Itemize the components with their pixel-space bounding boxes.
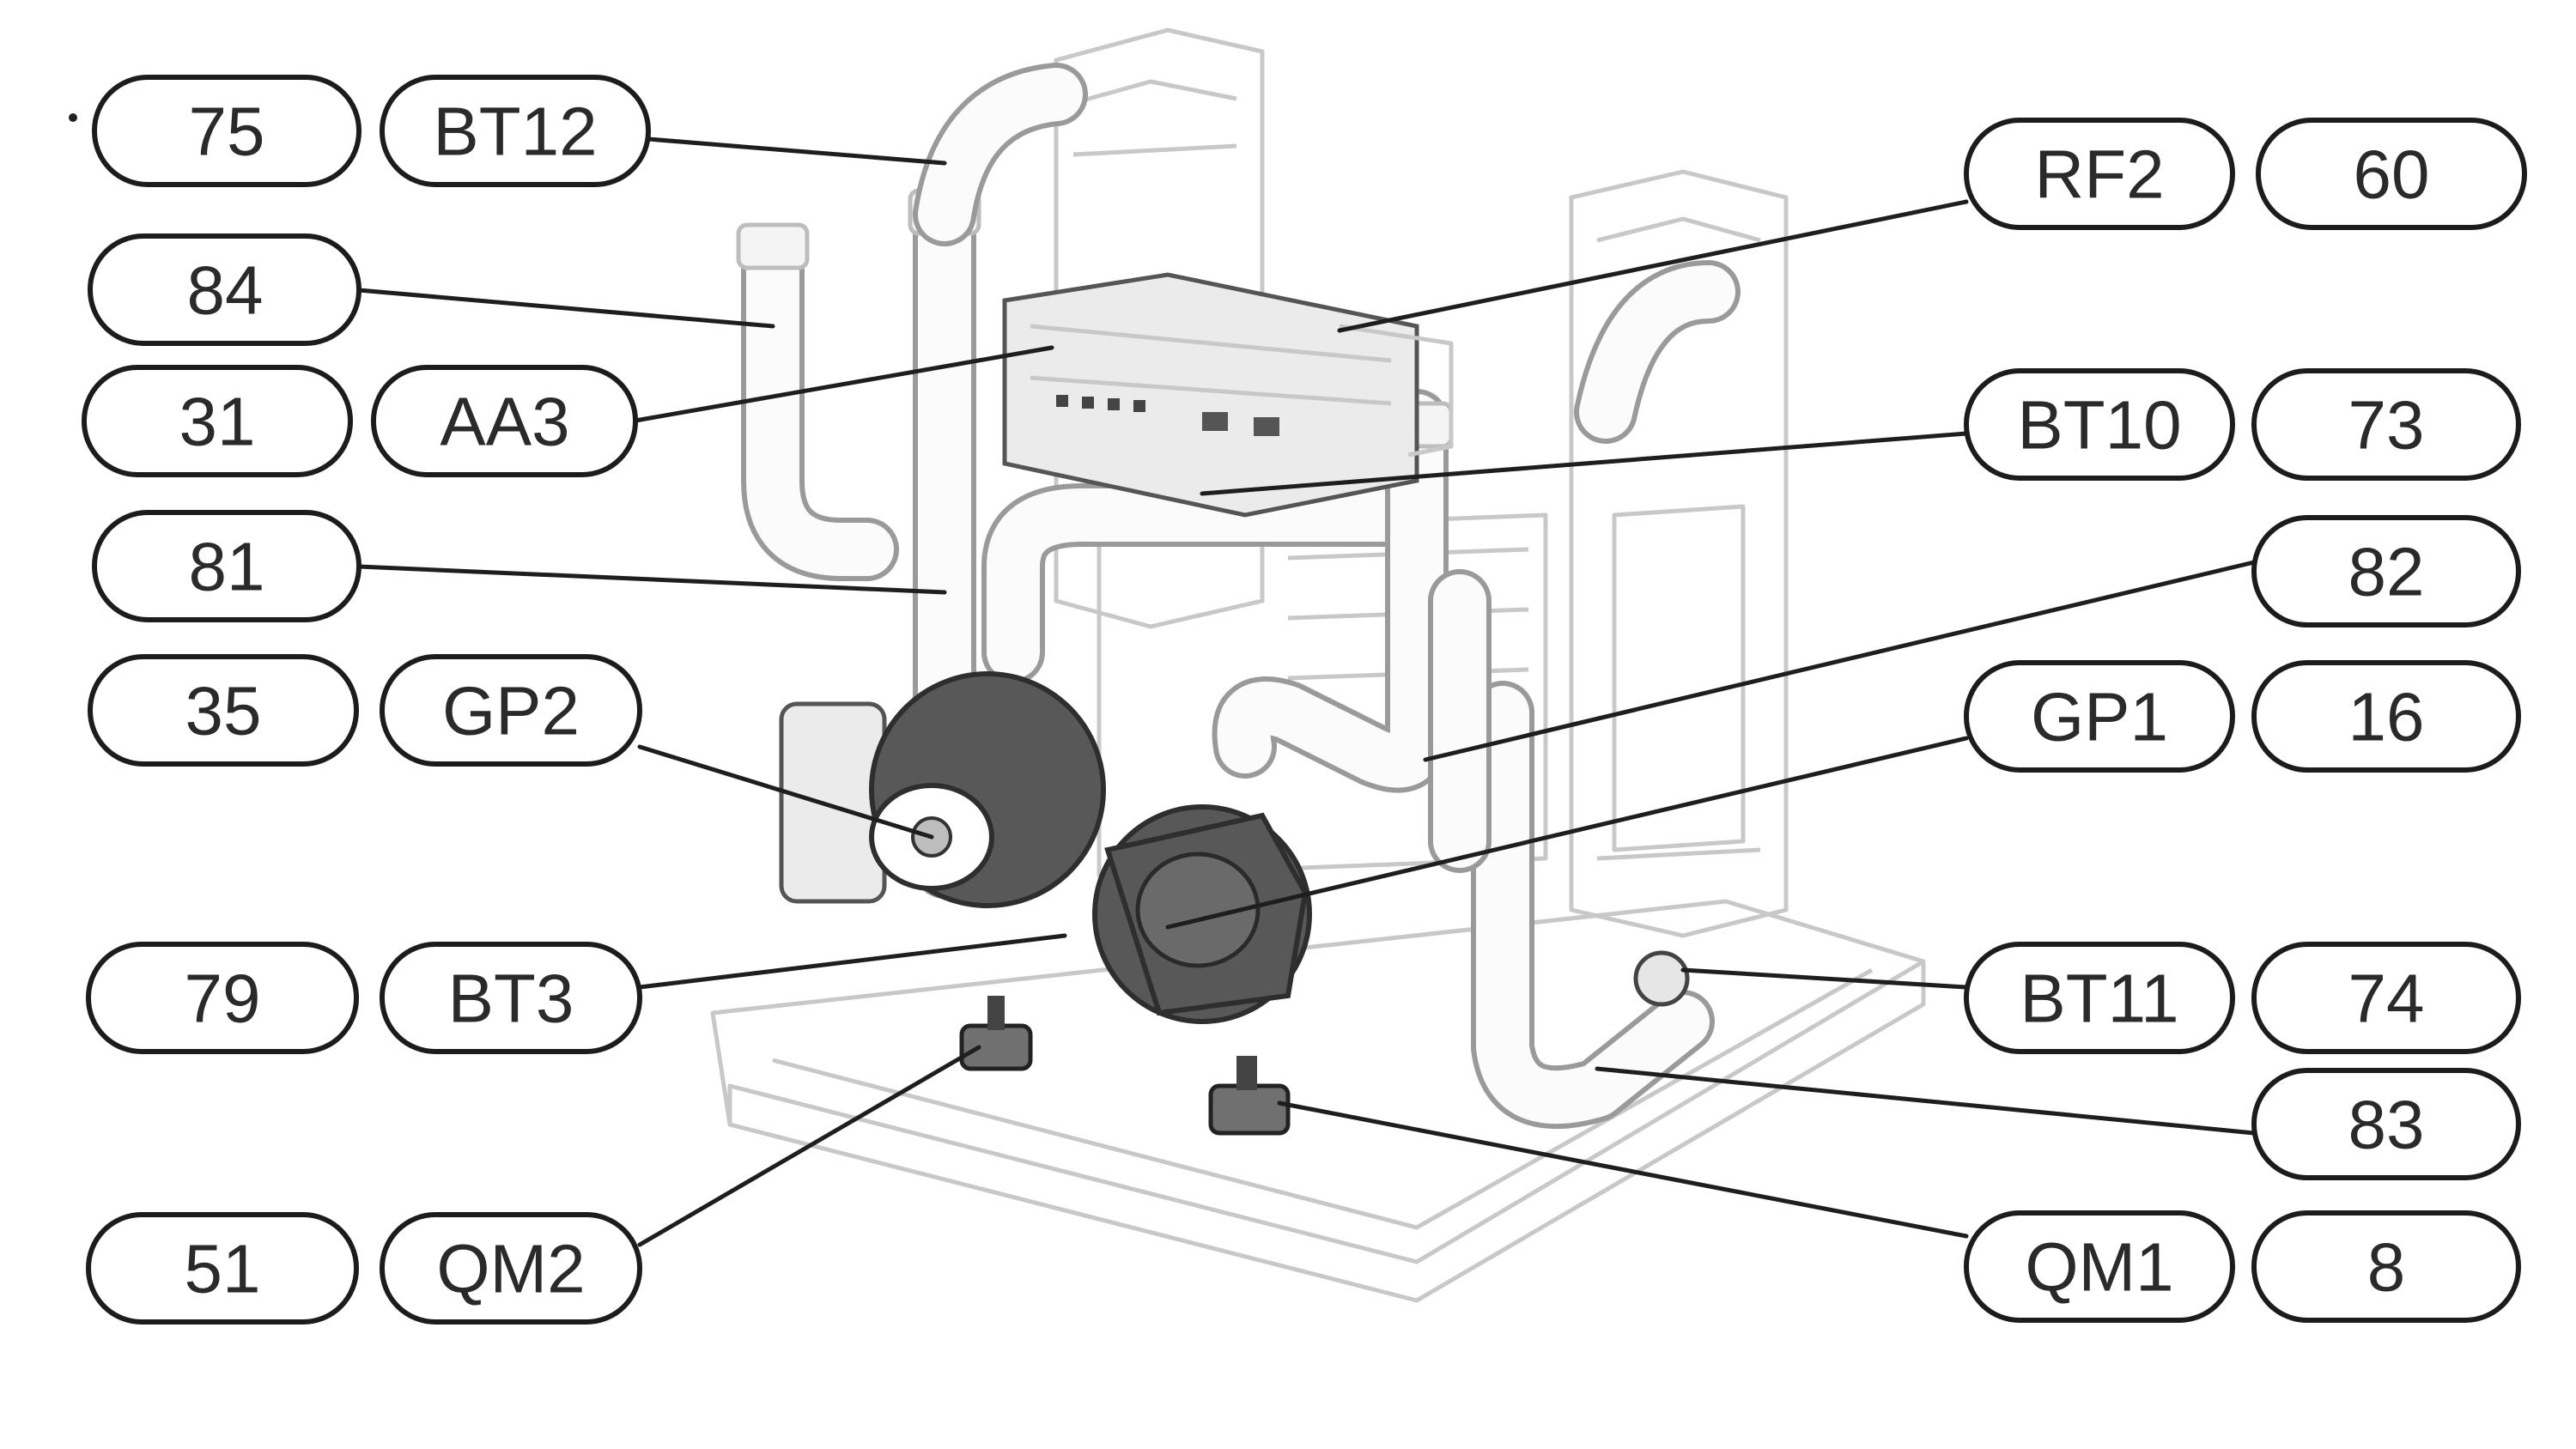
svg-text:73: 73 — [2348, 387, 2425, 464]
leader-bt12 — [646, 136, 947, 166]
unit-illustration — [710, 27, 1926, 1303]
callout-84: 84 — [88, 233, 361, 346]
leader-84 — [356, 288, 775, 329]
callout-51: 51 — [86, 1212, 359, 1325]
svg-text:75: 75 — [189, 94, 265, 170]
callout-81: 81 — [92, 510, 361, 622]
stray-dot — [69, 113, 77, 122]
callout-labels: 75 BT12 84 31 AA3 81 35 GP2 — [82, 75, 2527, 1325]
callout-gp2: GP2 — [380, 654, 642, 767]
valve-qm1 — [1208, 1056, 1291, 1136]
callout-bt12: BT12 — [380, 75, 651, 187]
svg-text:82: 82 — [2348, 534, 2425, 610]
svg-text:BT11: BT11 — [2020, 961, 2178, 1037]
callout-31: 31 — [82, 365, 353, 477]
pump-gp1 — [1092, 804, 1312, 1024]
callout-gp1: GP1 — [1964, 660, 2235, 773]
leader-81 — [356, 564, 947, 595]
leader-bt3 — [637, 933, 1067, 990]
callout-qm1: QM1 — [1964, 1210, 2235, 1323]
callout-79: 79 — [86, 942, 359, 1054]
callout-aa3: AA3 — [371, 365, 638, 477]
leader-gp2 — [637, 744, 934, 840]
svg-text:79: 79 — [185, 961, 261, 1037]
callout-82: 82 — [2251, 515, 2521, 627]
leader-82 — [1423, 560, 2257, 762]
callout-8: 8 — [2251, 1210, 2521, 1323]
leader-qm2 — [637, 1045, 981, 1247]
svg-text:81: 81 — [189, 529, 265, 605]
callout-bt10: BT10 — [1964, 368, 2235, 481]
svg-text:16: 16 — [2348, 679, 2425, 755]
svg-text:BT3: BT3 — [448, 961, 574, 1037]
svg-text:8: 8 — [2367, 1229, 2406, 1306]
svg-text:31: 31 — [179, 384, 256, 460]
callout-73: 73 — [2251, 368, 2521, 481]
callout-qm2: QM2 — [380, 1212, 642, 1325]
leader-qm1 — [1277, 1100, 1969, 1239]
callout-bt3: BT3 — [380, 942, 642, 1054]
svg-text:AA3: AA3 — [440, 384, 569, 460]
svg-text:84: 84 — [187, 252, 264, 329]
leader-lines — [356, 136, 2257, 1247]
leader-aa3 — [633, 345, 1054, 423]
sensor-bt11 — [1633, 950, 1690, 1007]
callout-16: 16 — [2251, 660, 2521, 773]
callout-bt11: BT11 — [1964, 942, 2235, 1054]
svg-text:BT10: BT10 — [2017, 387, 2181, 464]
leader-rf2 — [1337, 199, 1969, 333]
svg-text:35: 35 — [185, 673, 262, 749]
callout-83: 83 — [2251, 1068, 2521, 1180]
svg-text:GP2: GP2 — [442, 673, 580, 749]
callout-74: 74 — [2251, 942, 2521, 1054]
svg-text:51: 51 — [185, 1231, 261, 1307]
svg-text:83: 83 — [2348, 1087, 2425, 1163]
svg-text:QM1: QM1 — [2025, 1229, 2173, 1306]
callout-60: 60 — [2256, 118, 2527, 230]
pump-gp2 — [779, 671, 1106, 908]
svg-text:74: 74 — [2348, 961, 2425, 1037]
leader-bt10 — [1200, 431, 1969, 496]
svg-text:RF2: RF2 — [2034, 136, 2164, 213]
svg-text:QM2: QM2 — [436, 1231, 585, 1307]
valve-qm2 — [959, 996, 1033, 1071]
base-tray — [710, 899, 1926, 1303]
callout-75: 75 — [92, 75, 361, 187]
svg-text:BT12: BT12 — [433, 94, 597, 170]
callout-35: 35 — [88, 654, 359, 767]
svg-text:60: 60 — [2354, 136, 2430, 213]
pipe-network — [736, 63, 1741, 1130]
leader-gp1 — [1165, 736, 1969, 930]
control-board — [1002, 272, 1454, 518]
svg-text:GP1: GP1 — [2031, 679, 2168, 755]
leader-bt11 — [1680, 967, 1969, 990]
callout-rf2: RF2 — [1964, 118, 2235, 230]
leader-83 — [1595, 1066, 2257, 1136]
